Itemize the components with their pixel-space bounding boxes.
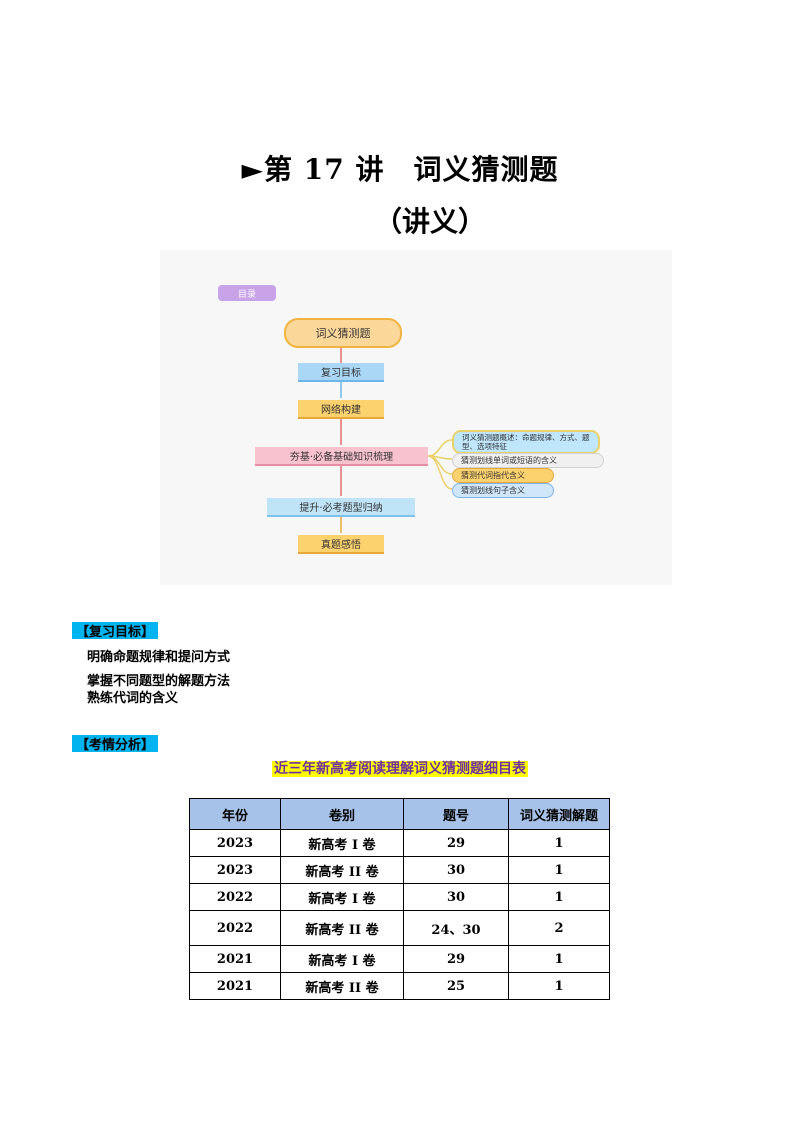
cell-paper: 新高考 I 卷 [280,945,404,973]
cell-year: 2023 [189,829,281,857]
mindmap-image: 目录 词义猜测题 复习目标 网络构建 夯基·必备基础知识梳理 提升·必考题型归纳… [160,250,672,585]
cell-question-no: 30 [403,856,509,884]
table-title: 近三年新高考阅读理解词义猜测题细目表 [272,761,528,777]
cell-year: 2022 [189,883,281,911]
goal-item: 掌握不同题型的解题方法 [87,674,231,689]
table-header-row: 年份 卷别 题号 词义猜测解题 [189,798,610,830]
mindmap-leaf-word-meaning: 猜测划线单词或短语的含义 [452,453,604,468]
cell-question-no: 29 [403,829,509,857]
page-title: ►第 17 讲 词义猜测题 [241,153,559,186]
cell-paper: 新高考 I 卷 [280,883,404,911]
table-row: 2022 新高考 II 卷 24、30 2 [189,910,610,946]
goal-item: 熟练代词的含义 [87,691,179,706]
mindmap-leaf-sentence: 猜测划线句子含义 [452,483,554,498]
cell-question-no: 24、30 [403,910,509,946]
cell-year: 2022 [189,910,281,946]
cell-paper: 新高考 II 卷 [280,856,404,884]
cell-count: 1 [508,972,610,1000]
cell-paper: 新高考 II 卷 [280,972,404,1000]
exam-detail-table: 年份 卷别 题号 词义猜测解题 2023 新高考 I 卷 29 1 2023 新… [189,798,610,1000]
cell-year: 2021 [189,945,281,973]
header-question-no: 题号 [403,798,509,830]
cell-year: 2023 [189,856,281,884]
table-row: 2023 新高考 II 卷 30 1 [189,856,610,884]
mindmap-leaf-overview: 词义猜测题概述：命题规律、方式、题型、选项特征 [452,430,600,454]
mindmap-connectors [340,346,453,533]
table-row: 2021 新高考 II 卷 25 1 [189,972,610,1000]
table-row: 2023 新高考 I 卷 29 1 [189,829,610,857]
mindmap-catalog-tag: 目录 [218,285,276,301]
mindmap-node-improve: 提升·必考题型归纳 [267,498,415,517]
cell-count: 1 [508,856,610,884]
header-paper: 卷别 [280,798,404,830]
cell-count: 1 [508,945,610,973]
mindmap-node-network: 网络构建 [298,400,384,419]
cell-question-no: 30 [403,883,509,911]
cell-count: 2 [508,910,610,946]
page-subtitle: （讲义） [373,205,486,238]
mindmap-node-goal: 复习目标 [298,363,384,382]
mindmap-root: 词义猜测题 [284,318,402,348]
table-title-wrapper: 近三年新高考阅读理解词义猜测题细目表 [0,758,800,778]
header-count: 词义猜测解题 [508,798,610,830]
table-row: 2022 新高考 I 卷 30 1 [189,883,610,911]
header-year: 年份 [189,798,281,830]
cell-paper: 新高考 I 卷 [280,829,404,857]
cell-count: 1 [508,883,610,911]
cell-paper: 新高考 II 卷 [280,910,404,946]
cell-year: 2021 [189,972,281,1000]
mindmap-node-real-exam: 真题感悟 [298,535,384,554]
mindmap-node-basics: 夯基·必备基础知识梳理 [255,447,428,466]
cell-question-no: 29 [403,945,509,973]
goal-item: 明确命题规律和提问方式 [87,650,231,665]
cell-question-no: 25 [403,972,509,1000]
cell-count: 1 [508,829,610,857]
section-review-goals: 【复习目标】 [72,622,159,640]
table-row: 2021 新高考 I 卷 29 1 [189,945,610,973]
mindmap-leaf-pronoun: 猜测代词指代含义 [452,468,554,483]
section-exam-analysis: 【考情分析】 [72,735,159,753]
